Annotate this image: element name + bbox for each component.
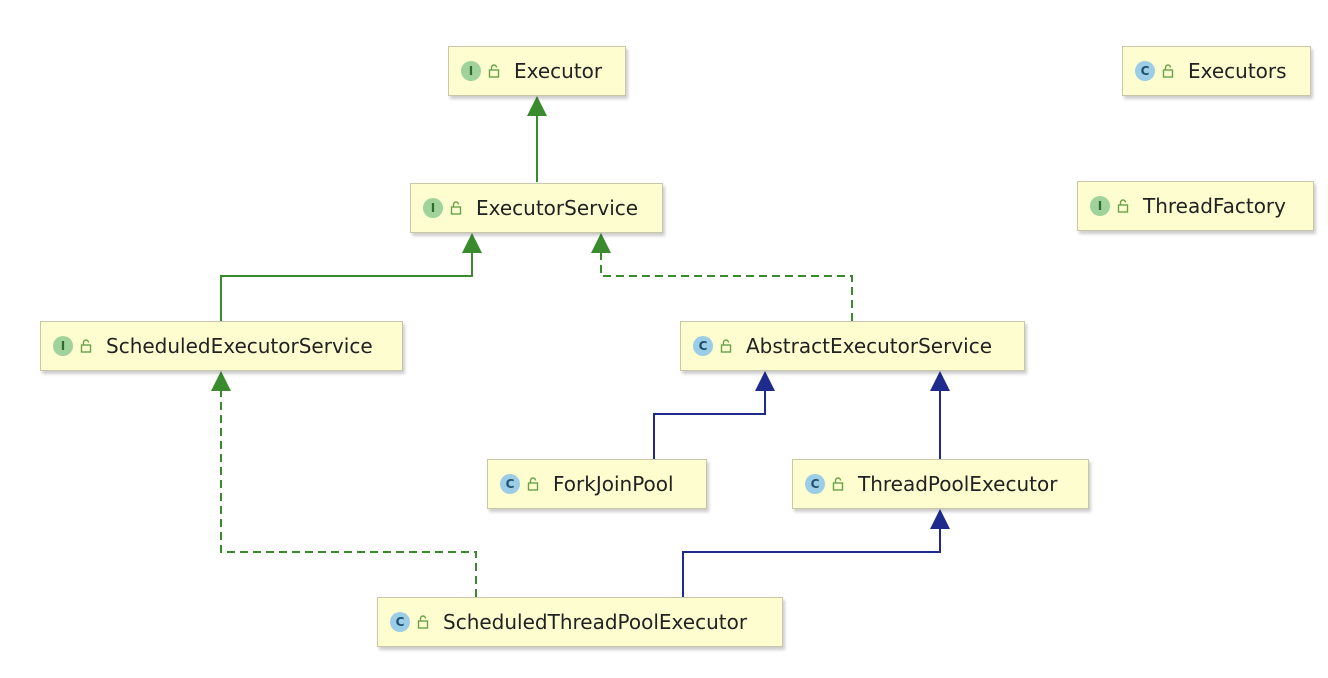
node-scheduled-thread-pool-executor[interactable]: C ScheduledThreadPoolExecutor (377, 597, 783, 647)
arrowhead-executor (527, 96, 547, 116)
class-badge-icon: C (500, 474, 520, 494)
edge-scheduledthreadpoolexecutor-threadpoolexecutor (682, 529, 941, 597)
lock-icon (832, 477, 844, 491)
lock-icon (1117, 199, 1129, 213)
class-badge-icon: C (1135, 61, 1155, 81)
class-badge-icon: C (805, 474, 825, 494)
class-name: ScheduledExecutorService (106, 334, 373, 358)
arrowhead-executorservice-right (591, 233, 611, 253)
class-name: AbstractExecutorService (746, 334, 993, 358)
lock-icon (720, 339, 732, 353)
class-badge-icon: C (390, 612, 410, 632)
lock-icon (527, 477, 539, 491)
node-abstract-executor-service[interactable]: C AbstractExecutorService (680, 321, 1025, 371)
class-name: ExecutorService (476, 196, 639, 220)
lock-icon (1162, 64, 1174, 78)
arrowhead-abstractexecutorservice-left (755, 371, 775, 391)
class-name: ThreadPoolExecutor (858, 472, 1058, 496)
lock-icon (417, 615, 429, 629)
edge-forkjoinpool-abstractexecutorservice (653, 391, 766, 459)
lock-icon (80, 339, 92, 353)
interface-badge-icon: I (423, 198, 443, 218)
node-thread-factory[interactable]: I ThreadFactory (1077, 181, 1314, 231)
edge-abstractexecutorservice-executorservice (600, 253, 853, 321)
node-executor-service[interactable]: I ExecutorService (410, 183, 663, 233)
lock-icon (450, 201, 462, 215)
edge-scheduledexecutorservice-executorservice (220, 253, 473, 321)
node-fork-join-pool[interactable]: C ForkJoinPool (487, 459, 707, 509)
arrowhead-abstractexecutorservice-right (930, 371, 950, 391)
node-executors[interactable]: C Executors (1122, 46, 1311, 96)
arrowhead-scheduledexecutorservice (211, 371, 231, 391)
node-thread-pool-executor[interactable]: C ThreadPoolExecutor (792, 459, 1089, 509)
interface-badge-icon: I (1090, 196, 1110, 216)
lock-icon (488, 64, 500, 78)
edge-scheduledthreadpoolexecutor-scheduledexecutorservice (220, 391, 477, 597)
class-name: Executor (514, 59, 603, 83)
node-scheduled-executor-service[interactable]: I ScheduledExecutorService (40, 321, 403, 371)
arrowhead-executorservice-left (462, 233, 482, 253)
class-name: ForkJoinPool (553, 472, 674, 496)
abstract-class-badge-icon: C (693, 336, 713, 356)
interface-badge-icon: I (461, 61, 481, 81)
node-executor[interactable]: I Executor (448, 46, 626, 96)
arrowhead-threadpoolexecutor (930, 509, 950, 529)
interface-badge-icon: I (53, 336, 73, 356)
class-name: ThreadFactory (1143, 194, 1286, 218)
class-name: ScheduledThreadPoolExecutor (443, 610, 748, 634)
class-name: Executors (1188, 59, 1287, 83)
